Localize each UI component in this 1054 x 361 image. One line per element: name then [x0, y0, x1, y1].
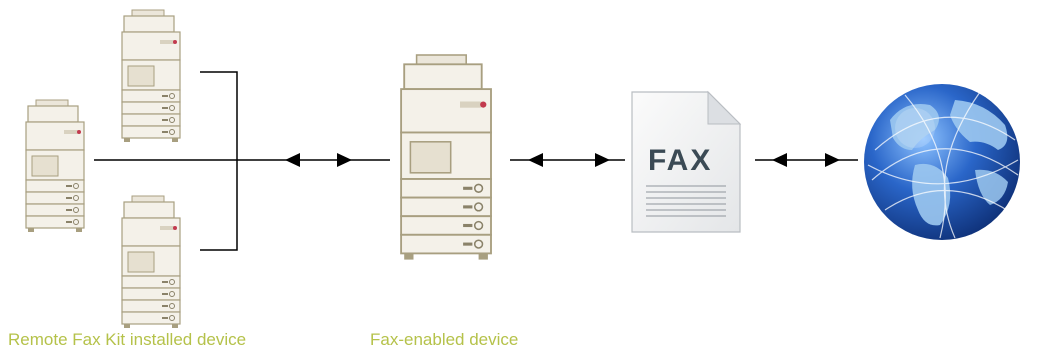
printer-icon — [121, 9, 181, 143]
double-arrow — [772, 153, 840, 167]
fax-enabled-device — [400, 54, 492, 261]
remote-device-caption: Remote Fax Kit installed device — [8, 330, 247, 349]
remote-device-top — [121, 9, 181, 143]
fax-device-caption: Fax-enabled device — [370, 330, 519, 349]
remote-device-left — [25, 99, 85, 233]
fax-document-icon: FAX — [631, 90, 742, 233]
printer-icon — [400, 54, 492, 261]
printer-icon — [25, 99, 85, 233]
double-arrow — [285, 153, 352, 167]
fax-label: FAX — [648, 144, 712, 177]
double-arrow — [528, 153, 610, 167]
remote-device-bottom — [121, 195, 181, 329]
globe-icon — [864, 84, 1020, 240]
printer-icon — [121, 195, 181, 329]
